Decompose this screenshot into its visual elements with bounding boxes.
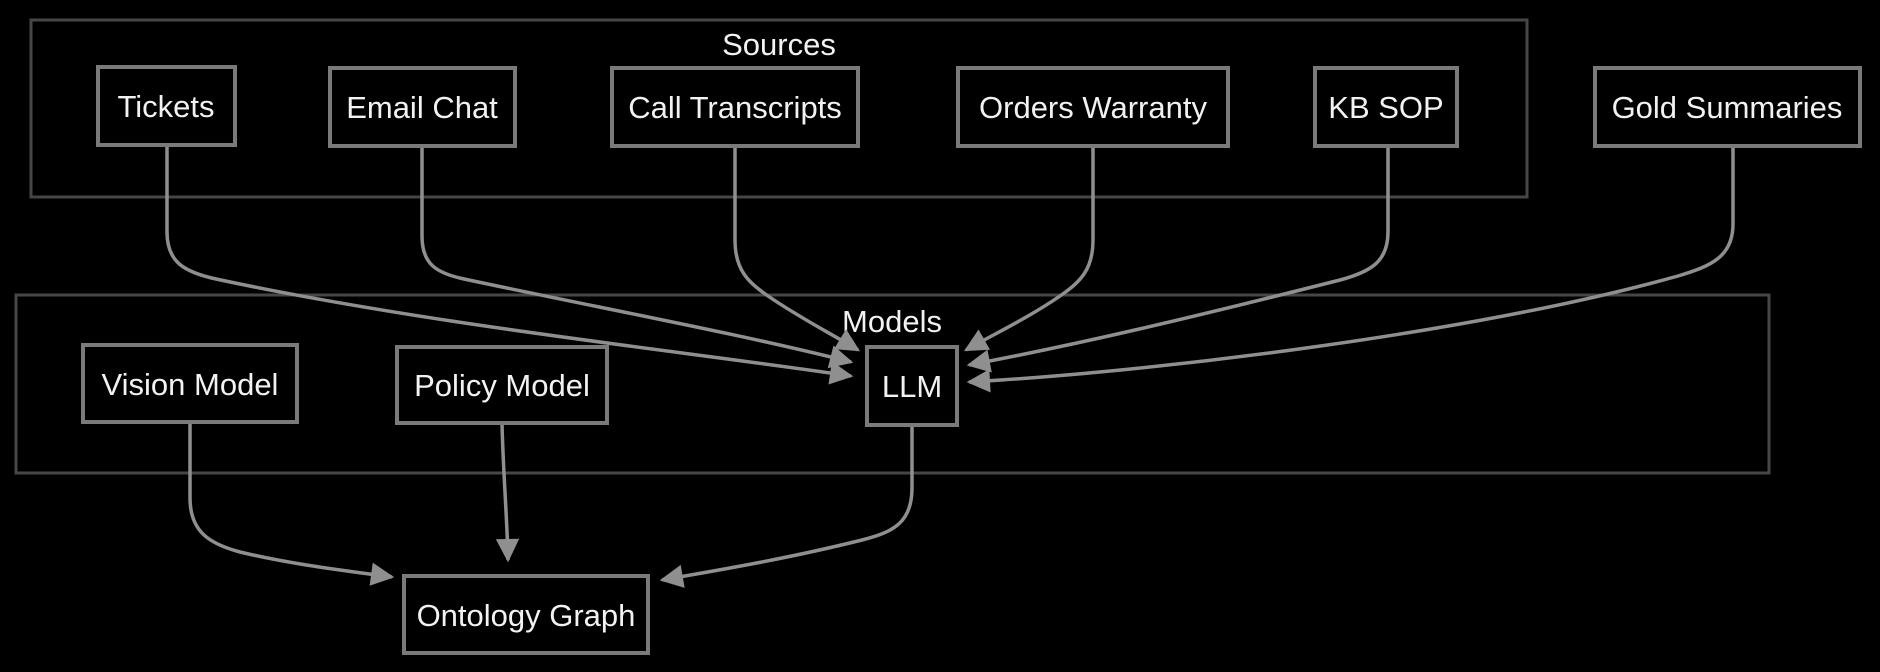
- node-kb-sop-label: KB SOP: [1328, 90, 1443, 125]
- node-policy-model-box: [395, 345, 609, 425]
- node-orders-warranty-box: [956, 66, 1230, 148]
- node-llm-box: [865, 345, 959, 427]
- node-ontology-graph-box: [402, 574, 650, 655]
- node-call-transcripts: Call Transcripts: [610, 66, 860, 148]
- edge-llm-to-ontology-graph: [659, 425, 914, 588]
- node-gold-summaries: Gold Summaries: [1593, 66, 1862, 148]
- node-orders-warranty: Orders Warranty: [956, 66, 1230, 148]
- node-vision-model-box: [81, 343, 299, 424]
- edge-call-transcripts-to-llm: [733, 146, 860, 352]
- node-gold-summaries-box: [1593, 66, 1862, 148]
- cluster-models-label: Models: [842, 304, 942, 339]
- node-call-transcripts-label: Call Transcripts: [628, 90, 842, 125]
- node-ontology-graph-label: Ontology Graph: [417, 598, 636, 633]
- edge-orders-warranty-to-llm: [963, 146, 1095, 352]
- node-tickets-box: [96, 65, 237, 147]
- node-email-chat: Email Chat: [328, 66, 517, 148]
- edge-tickets-to-llm: [165, 146, 854, 385]
- edge-vision-model-to-ontology-graph: [188, 422, 395, 586]
- node-email-chat-box: [328, 66, 517, 148]
- node-ontology-graph: Ontology Graph: [402, 574, 650, 655]
- node-llm: LLM: [865, 345, 959, 427]
- node-orders-warranty-label: Orders Warranty: [979, 90, 1207, 125]
- edge-policy-model-to-ontology-graph: [495, 422, 520, 563]
- node-kb-sop: KB SOP: [1313, 66, 1459, 148]
- node-kb-sop-box: [1313, 66, 1459, 148]
- node-policy-model: Policy Model: [395, 345, 609, 425]
- node-gold-summaries-label: Gold Summaries: [1612, 90, 1843, 125]
- node-vision-model-label: Vision Model: [102, 367, 279, 402]
- edge-email-chat-to-llm: [420, 146, 854, 369]
- node-llm-label: LLM: [882, 369, 942, 404]
- edge-gold-summaries-to-llm: [966, 146, 1735, 393]
- node-policy-model-label: Policy Model: [414, 368, 590, 403]
- node-vision-model: Vision Model: [81, 343, 299, 424]
- node-call-transcripts-box: [610, 66, 860, 148]
- edge-kb-sop-to-llm: [966, 146, 1390, 373]
- node-tickets: Tickets: [96, 65, 237, 147]
- node-tickets-label: Tickets: [117, 89, 214, 124]
- node-email-chat-label: Email Chat: [346, 90, 498, 125]
- cluster-sources-label: Sources: [722, 27, 836, 62]
